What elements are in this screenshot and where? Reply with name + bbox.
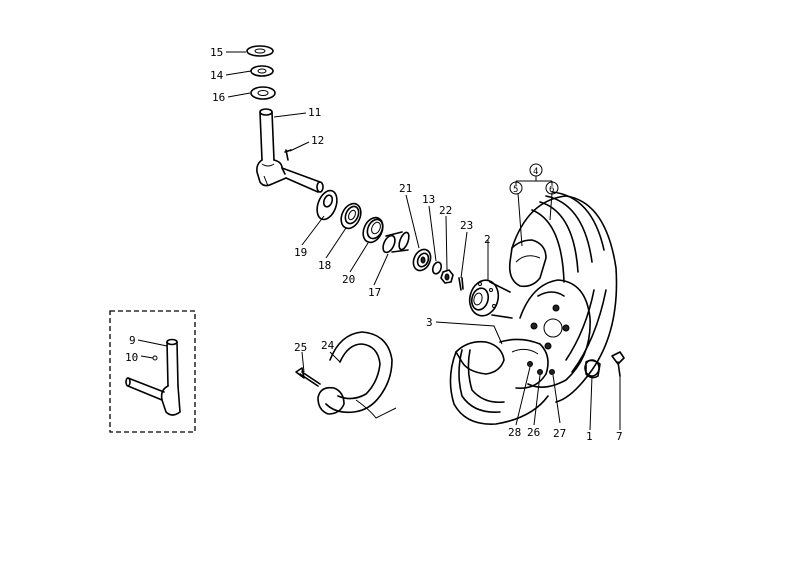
- cotter-pin-23: [458, 277, 464, 291]
- valve-7: [611, 351, 625, 377]
- callout-circle-5: [509, 181, 523, 195]
- callout-21: 21: [399, 182, 412, 195]
- callout-28: 28: [508, 426, 521, 439]
- callout-12: 12: [311, 134, 324, 147]
- callout-circle-4: [529, 163, 543, 177]
- nut-22: [440, 269, 454, 284]
- pin-12: [284, 149, 292, 161]
- hub-2: [468, 279, 513, 319]
- tire-half-inner: [449, 338, 549, 425]
- callout-9: 9: [129, 334, 136, 347]
- callout-16: 16: [212, 91, 225, 104]
- callout-17: 17: [368, 286, 381, 299]
- bushing-17: [382, 231, 410, 254]
- callout-13: 13: [422, 193, 435, 206]
- callout-18: 18: [318, 259, 331, 272]
- callout-circle-6: [545, 181, 559, 195]
- callout-26: 26: [527, 426, 540, 439]
- callout-5: 5: [513, 185, 518, 195]
- callout-2: 2: [484, 233, 491, 246]
- callout-15: 15: [210, 46, 223, 59]
- bolt-25: [295, 367, 321, 387]
- seal-18: [340, 202, 362, 230]
- leader-lines: [137, 51, 621, 431]
- callout-14: 14: [210, 69, 224, 82]
- bolt-27: [549, 369, 555, 375]
- bearing-21: [412, 248, 432, 272]
- spindle-inset-9: [125, 338, 181, 416]
- callout-24: 24: [321, 339, 335, 352]
- tire-half-outer: [508, 191, 618, 403]
- callout-6: 6: [549, 185, 554, 195]
- callout-10: 10: [125, 351, 138, 364]
- spindle-11: [256, 108, 324, 193]
- callout-22: 22: [439, 204, 452, 217]
- callout-25: 25: [294, 341, 307, 354]
- callout-11: 11: [308, 106, 321, 119]
- washer-14: [250, 65, 274, 77]
- washer-19: [316, 189, 338, 221]
- callout-23: 23: [460, 219, 473, 232]
- bolt-26: [537, 369, 543, 375]
- callout-3: 3: [426, 316, 433, 329]
- bolt-28: [527, 361, 533, 367]
- washer-13: [431, 261, 443, 275]
- callout-20: 20: [342, 273, 355, 286]
- callout-7: 7: [616, 430, 623, 443]
- washer-15: [246, 45, 274, 57]
- pin-10: [152, 355, 158, 361]
- inset-box: [109, 310, 196, 433]
- callout-19: 19: [294, 246, 307, 259]
- washer-16: [250, 86, 276, 100]
- callout-4: 4: [533, 167, 538, 177]
- callout-27: 27: [553, 427, 566, 440]
- bearing-20: [362, 216, 384, 244]
- callout-1: 1: [586, 430, 593, 443]
- inner-tube-24: [317, 331, 397, 419]
